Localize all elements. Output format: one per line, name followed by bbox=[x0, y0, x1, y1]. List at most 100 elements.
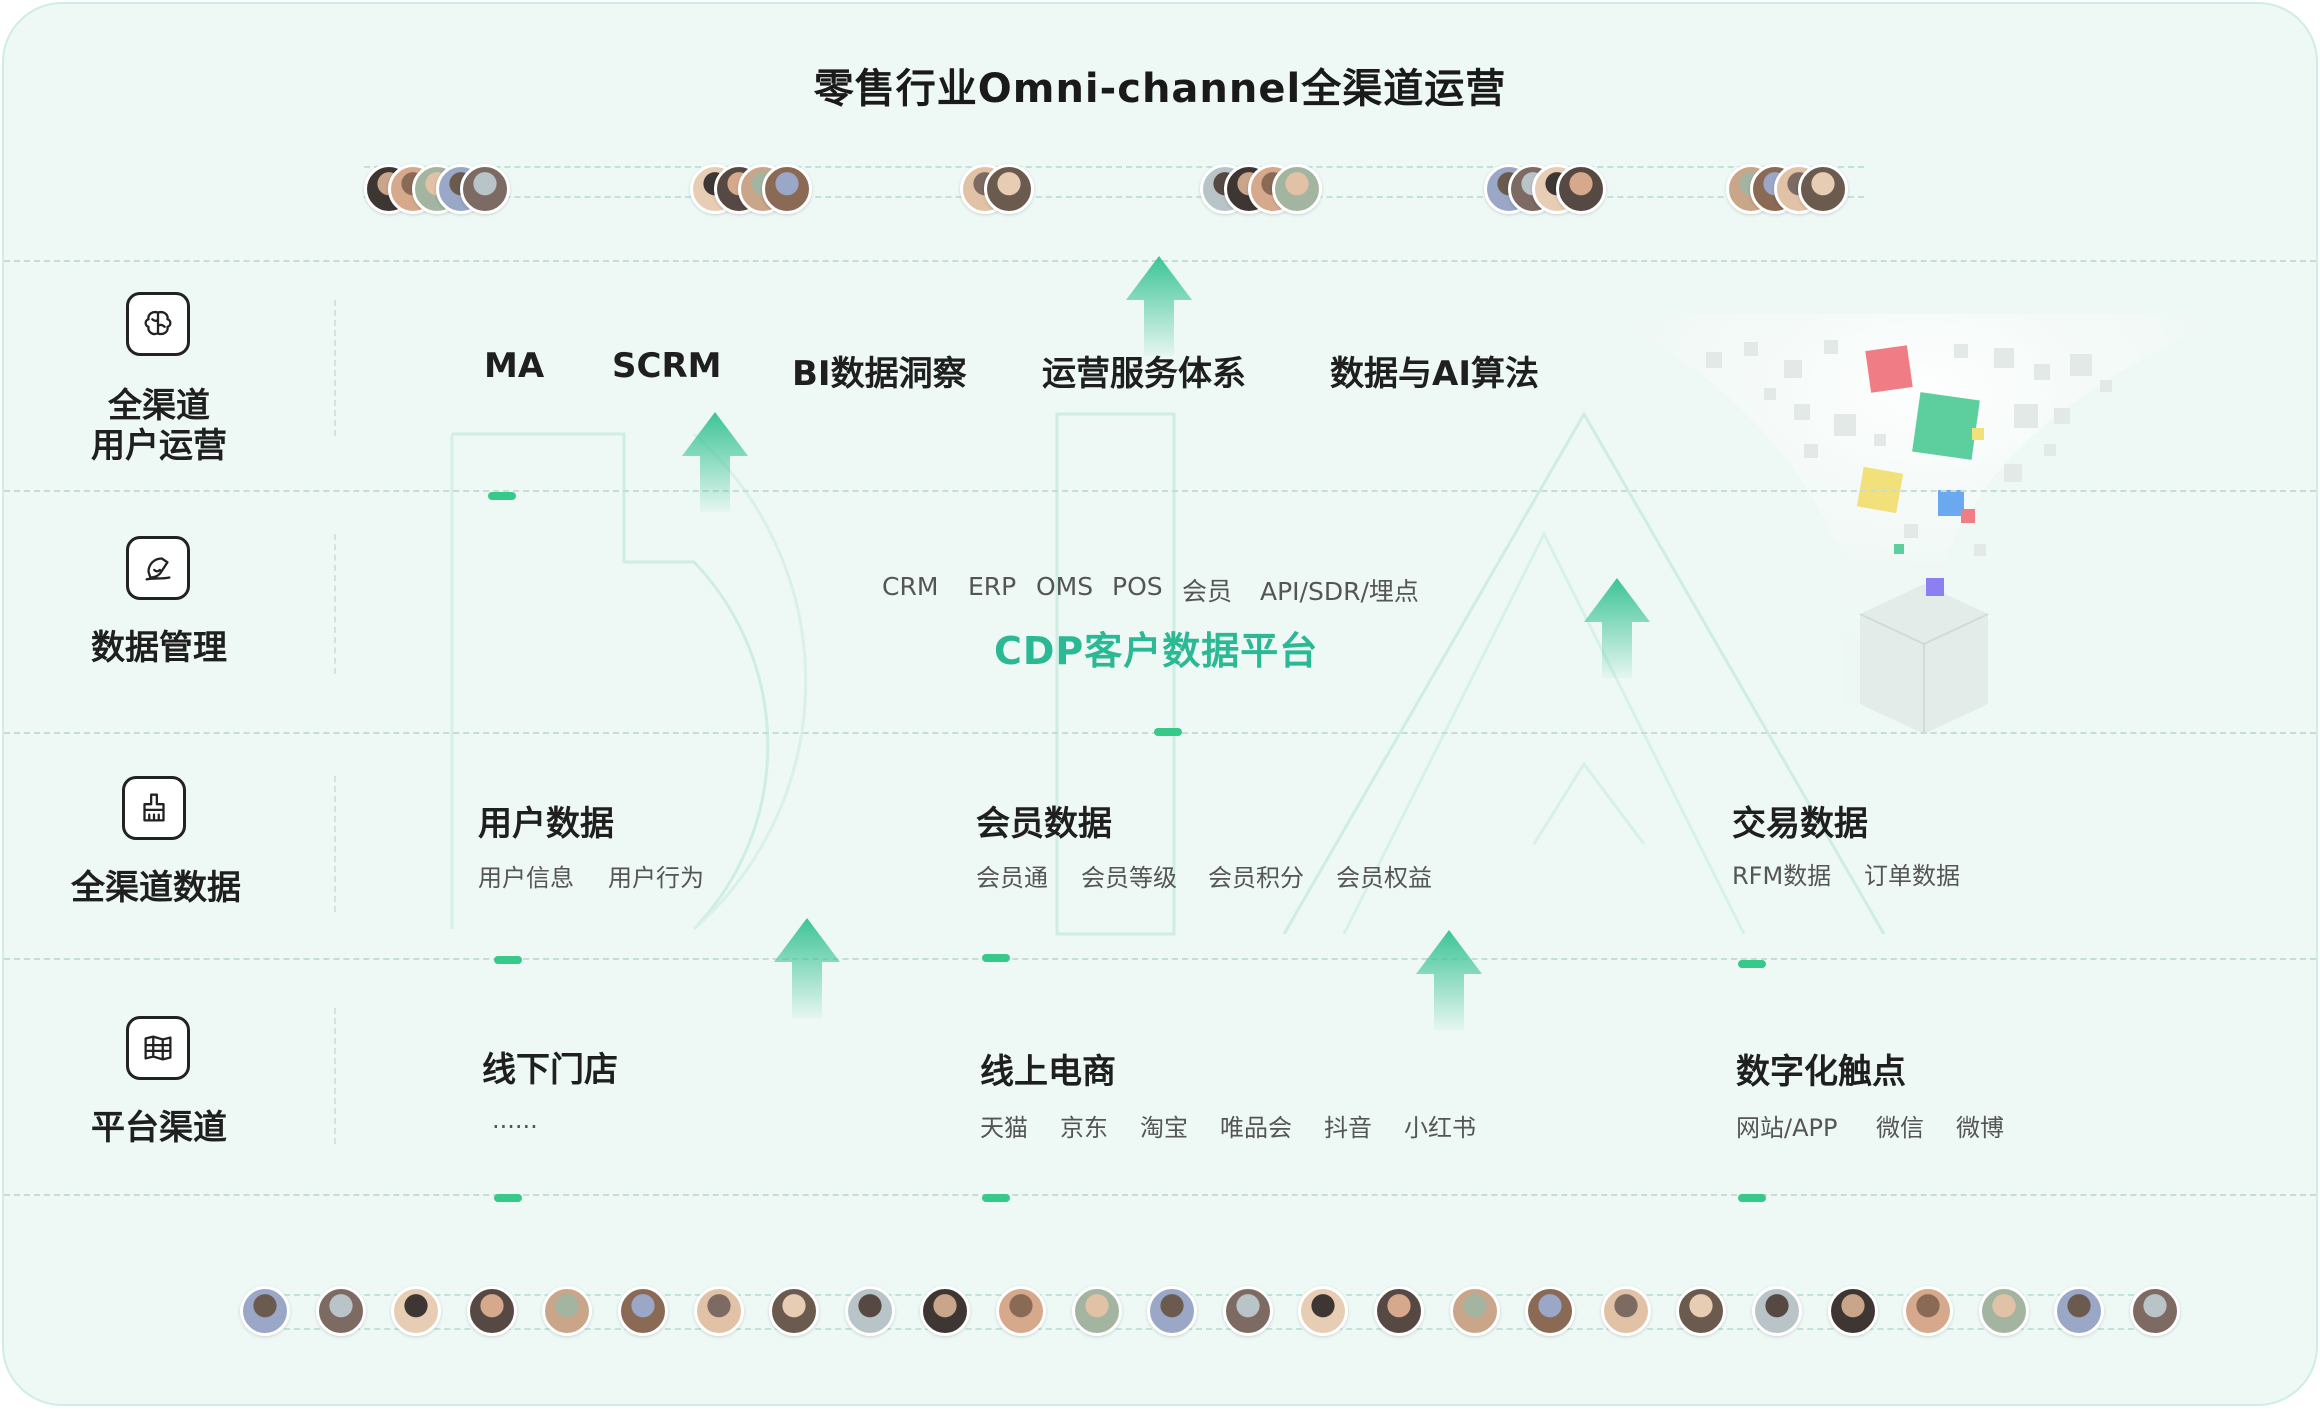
channel-title: 线下门店 bbox=[482, 1050, 618, 1090]
channel-item: 网站/APP bbox=[1736, 1114, 1838, 1142]
row-divider bbox=[4, 490, 2316, 492]
row-marker bbox=[982, 954, 1010, 962]
user-avatar bbox=[1752, 1286, 1802, 1336]
up-arrow-icon bbox=[1416, 930, 1482, 1030]
user-avatar bbox=[315, 1286, 366, 1336]
user-avatar bbox=[1272, 164, 1322, 214]
data-group-item: RFM数据 bbox=[1732, 862, 1832, 890]
column-divider bbox=[334, 1008, 336, 1144]
operation-item: 运营服务体系 bbox=[1042, 354, 1246, 394]
cdp-platform-title: CDP客户数据平台 bbox=[994, 629, 1319, 673]
up-arrow-icon bbox=[1584, 578, 1650, 678]
user-avatar bbox=[1147, 1286, 1198, 1336]
channel-item: 唯品会 bbox=[1220, 1114, 1292, 1142]
user-avatar bbox=[466, 1286, 517, 1336]
data-source-item: OMS bbox=[1036, 572, 1094, 601]
operation-item: SCRM bbox=[612, 346, 722, 386]
row-divider bbox=[4, 1194, 2316, 1196]
data-group-title: 会员数据 bbox=[976, 804, 1112, 844]
user-avatar bbox=[920, 1286, 971, 1336]
user-avatar bbox=[240, 1286, 290, 1336]
channel-item: 微信 bbox=[1876, 1114, 1924, 1142]
data-source-item: ERP bbox=[968, 572, 1017, 601]
row-label-platform-channels: 平台渠道 bbox=[91, 1108, 227, 1148]
data-group-item: 用户信息 bbox=[478, 864, 574, 892]
data-group-title: 交易数据 bbox=[1732, 804, 1868, 844]
user-avatar bbox=[762, 164, 812, 214]
column-divider bbox=[334, 534, 336, 674]
up-arrow-icon bbox=[682, 412, 748, 512]
row-label-data-management: 数据管理 bbox=[91, 628, 227, 668]
user-avatar bbox=[1449, 1286, 1500, 1336]
top-avatar-track bbox=[364, 166, 1864, 198]
row-label-operations: 全渠道 用户运营 bbox=[91, 386, 227, 466]
column-divider bbox=[334, 776, 336, 912]
channel-title: 数字化触点 bbox=[1736, 1052, 1906, 1092]
user-avatar bbox=[844, 1286, 895, 1336]
channel-item: 小红书 bbox=[1404, 1114, 1476, 1142]
channel-item: 京东 bbox=[1060, 1114, 1108, 1142]
channel-item: 微博 bbox=[1956, 1114, 2004, 1142]
channel-title: 线上电商 bbox=[980, 1052, 1116, 1092]
user-avatar bbox=[618, 1286, 668, 1336]
brain-icon bbox=[126, 292, 190, 356]
user-avatar bbox=[1978, 1286, 2029, 1336]
channel-item: 抖音 bbox=[1324, 1114, 1372, 1142]
row-label-channel-data: 全渠道数据 bbox=[71, 868, 241, 908]
user-avatar bbox=[391, 1286, 442, 1336]
user-avatar bbox=[1298, 1286, 1349, 1336]
column-divider bbox=[334, 300, 336, 436]
user-avatar bbox=[2054, 1286, 2105, 1336]
up-arrow-icon bbox=[774, 918, 840, 1018]
brush-icon bbox=[122, 776, 186, 840]
data-group-item: 会员等级 bbox=[1081, 864, 1177, 892]
user-avatar bbox=[1525, 1286, 1576, 1336]
user-avatar bbox=[1556, 164, 1606, 214]
data-group-item: 会员通 bbox=[976, 864, 1048, 892]
data-group-item: 会员权益 bbox=[1336, 864, 1432, 892]
operation-item: BI数据洞察 bbox=[792, 354, 967, 394]
background-decoration bbox=[450, 314, 2244, 936]
user-avatar bbox=[1676, 1286, 1727, 1336]
user-avatar bbox=[1222, 1286, 1273, 1336]
data-source-item: CRM bbox=[882, 572, 939, 601]
data-source-item: API/SDR/埋点 bbox=[1260, 577, 1419, 606]
row-marker bbox=[488, 492, 516, 500]
row-marker bbox=[1738, 1194, 1766, 1202]
row-marker bbox=[982, 1194, 1010, 1202]
user-avatar bbox=[1071, 1286, 1122, 1336]
channel-item: ...... bbox=[492, 1106, 538, 1134]
data-group-title: 用户数据 bbox=[478, 804, 614, 844]
user-avatar bbox=[1903, 1286, 1954, 1336]
user-avatar bbox=[1600, 1286, 1651, 1336]
user-avatar bbox=[984, 164, 1034, 214]
bottom-avatar-track bbox=[264, 1294, 2164, 1330]
channel-item: 淘宝 bbox=[1140, 1114, 1188, 1142]
data-source-item: 会员 bbox=[1182, 577, 1233, 606]
user-avatar bbox=[542, 1286, 593, 1336]
row-marker bbox=[494, 956, 522, 964]
data-group-item: 会员积分 bbox=[1208, 864, 1304, 892]
data-group-item: 订单数据 bbox=[1864, 862, 1960, 890]
user-avatar bbox=[1374, 1286, 1424, 1336]
row-marker bbox=[1154, 728, 1182, 736]
diagram-title: 零售行业Omni-channel全渠道运营 bbox=[813, 66, 1507, 112]
pen-icon bbox=[126, 536, 190, 600]
user-avatar bbox=[1827, 1286, 1878, 1336]
operation-item: MA bbox=[484, 346, 545, 386]
row-divider bbox=[4, 958, 2316, 960]
user-avatar bbox=[769, 1286, 820, 1336]
data-source-item: POS bbox=[1112, 572, 1163, 601]
user-avatar bbox=[996, 1286, 1046, 1336]
map-icon bbox=[126, 1016, 190, 1080]
row-marker bbox=[494, 1194, 522, 1202]
channel-item: 天猫 bbox=[980, 1114, 1028, 1142]
up-arrow-icon bbox=[1126, 256, 1192, 356]
user-avatar bbox=[693, 1286, 744, 1336]
data-group-item: 用户行为 bbox=[608, 864, 704, 892]
row-marker bbox=[1738, 960, 1766, 968]
operation-item: 数据与AI算法 bbox=[1330, 354, 1539, 394]
user-avatar bbox=[2130, 1286, 2180, 1336]
user-avatar bbox=[1798, 164, 1848, 214]
